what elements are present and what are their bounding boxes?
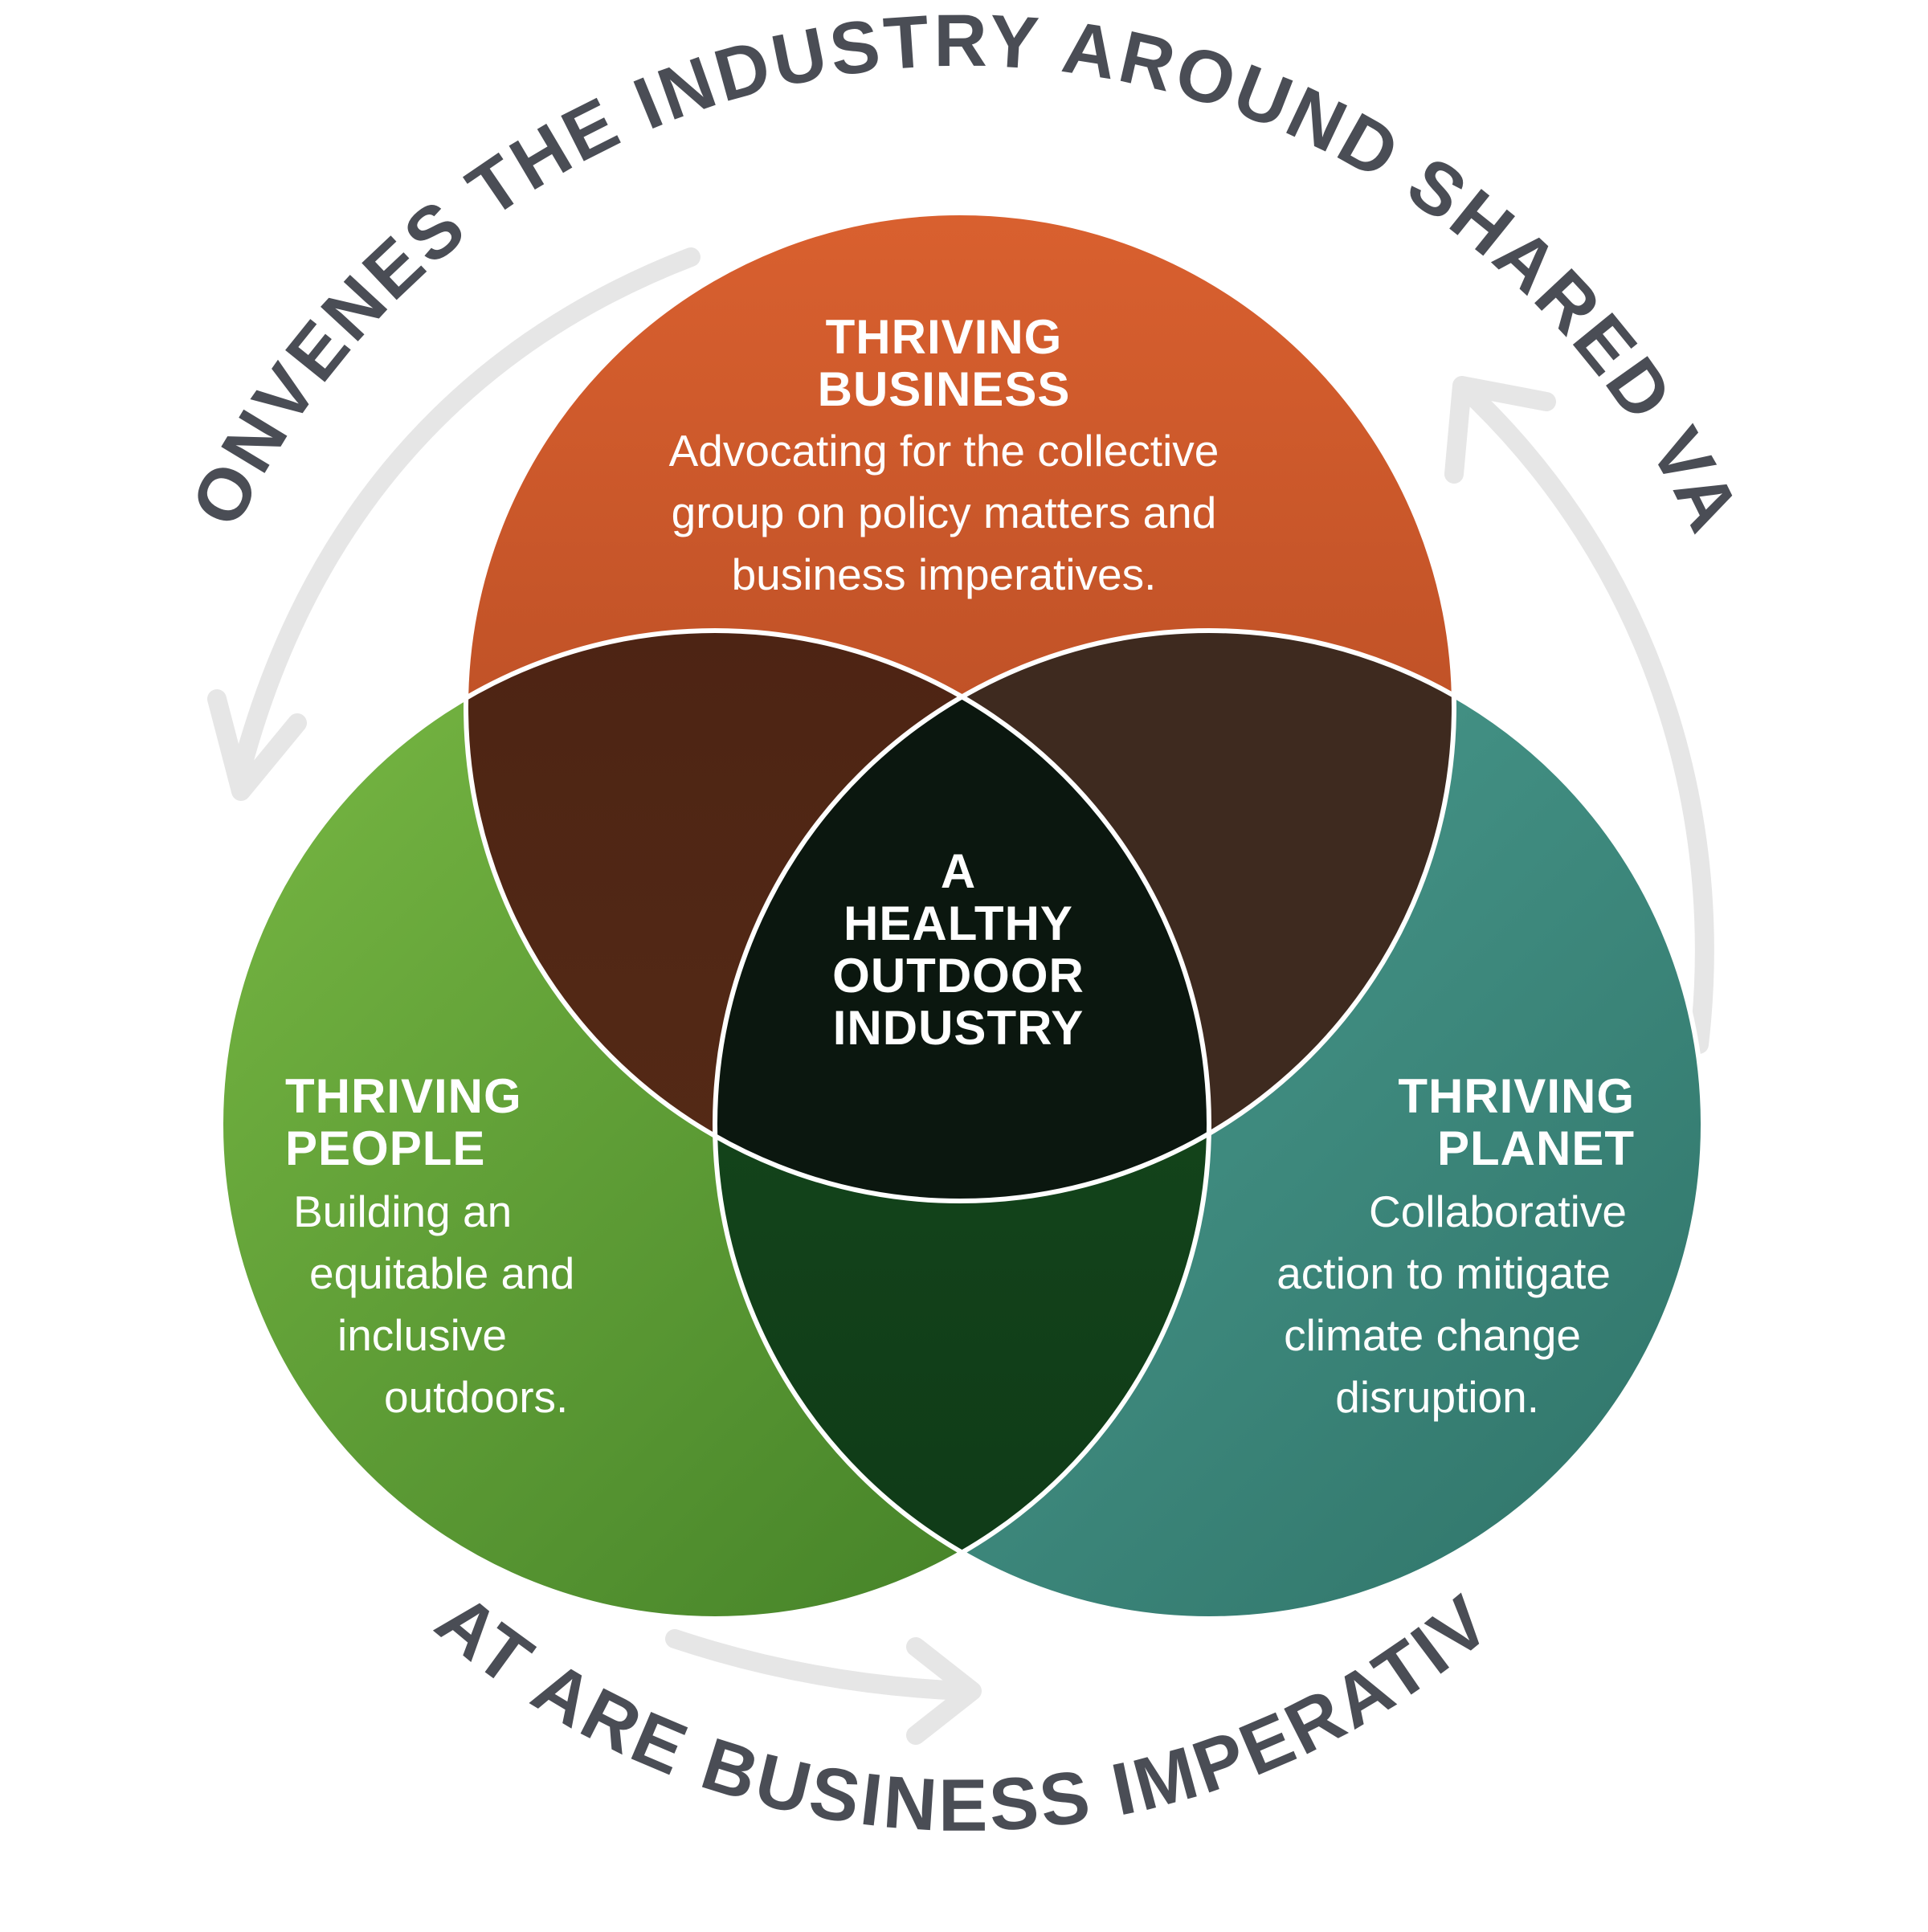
business-title-1: THRIVING [826, 310, 1063, 364]
business-title-2: BUSINESS [818, 362, 1071, 416]
center-line-3: OUTDOOR [832, 949, 1084, 1003]
planet-desc-3: climate change [1284, 1310, 1581, 1360]
arrow-head-left [207, 689, 307, 801]
planet-title-2: PLANET [1437, 1121, 1635, 1175]
cycle-arrows [207, 247, 1714, 1745]
people-label: THRIVING PEOPLE Building an equitable an… [285, 1069, 574, 1422]
arrow-head-right [1444, 376, 1556, 484]
business-desc-1: Advocating for the collective [669, 426, 1219, 476]
center-label: A HEALTHY OUTDOOR INDUSTRY [832, 844, 1084, 1055]
business-desc-2: group on policy matters and [672, 488, 1217, 537]
people-desc-4: outdoors. [384, 1372, 568, 1422]
planet-desc-1: Collaborative [1369, 1187, 1627, 1236]
people-desc-2: equitable and [309, 1248, 574, 1298]
planet-label: THRIVING PLANET Collaborative action to … [1276, 1069, 1635, 1422]
people-desc-1: Building an [293, 1187, 512, 1236]
planet-title-1: THRIVING [1398, 1069, 1635, 1123]
circle-outlines [219, 210, 1705, 1621]
arrow-arc-left [231, 247, 701, 781]
people-title-1: THRIVING [285, 1069, 522, 1123]
arrow-arc-bottom [665, 1629, 974, 1701]
people-desc-3: inclusive [337, 1310, 507, 1360]
center-line-1: A [941, 844, 976, 898]
center-line-2: HEALTHY [844, 897, 1073, 950]
center-line-4: INDUSTRY [833, 1001, 1084, 1055]
arrow-arc-right [1460, 384, 1714, 1054]
planet-desc-4: disruption. [1335, 1372, 1539, 1422]
business-desc-3: business imperatives. [732, 549, 1157, 599]
overlap-center [715, 631, 1209, 1201]
arrow-head-bottom [906, 1637, 982, 1745]
people-title-2: PEOPLE [285, 1121, 485, 1175]
business-label: THRIVING BUSINESS Advocating for the col… [669, 310, 1219, 599]
planet-desc-2: action to mitigate [1276, 1248, 1611, 1298]
